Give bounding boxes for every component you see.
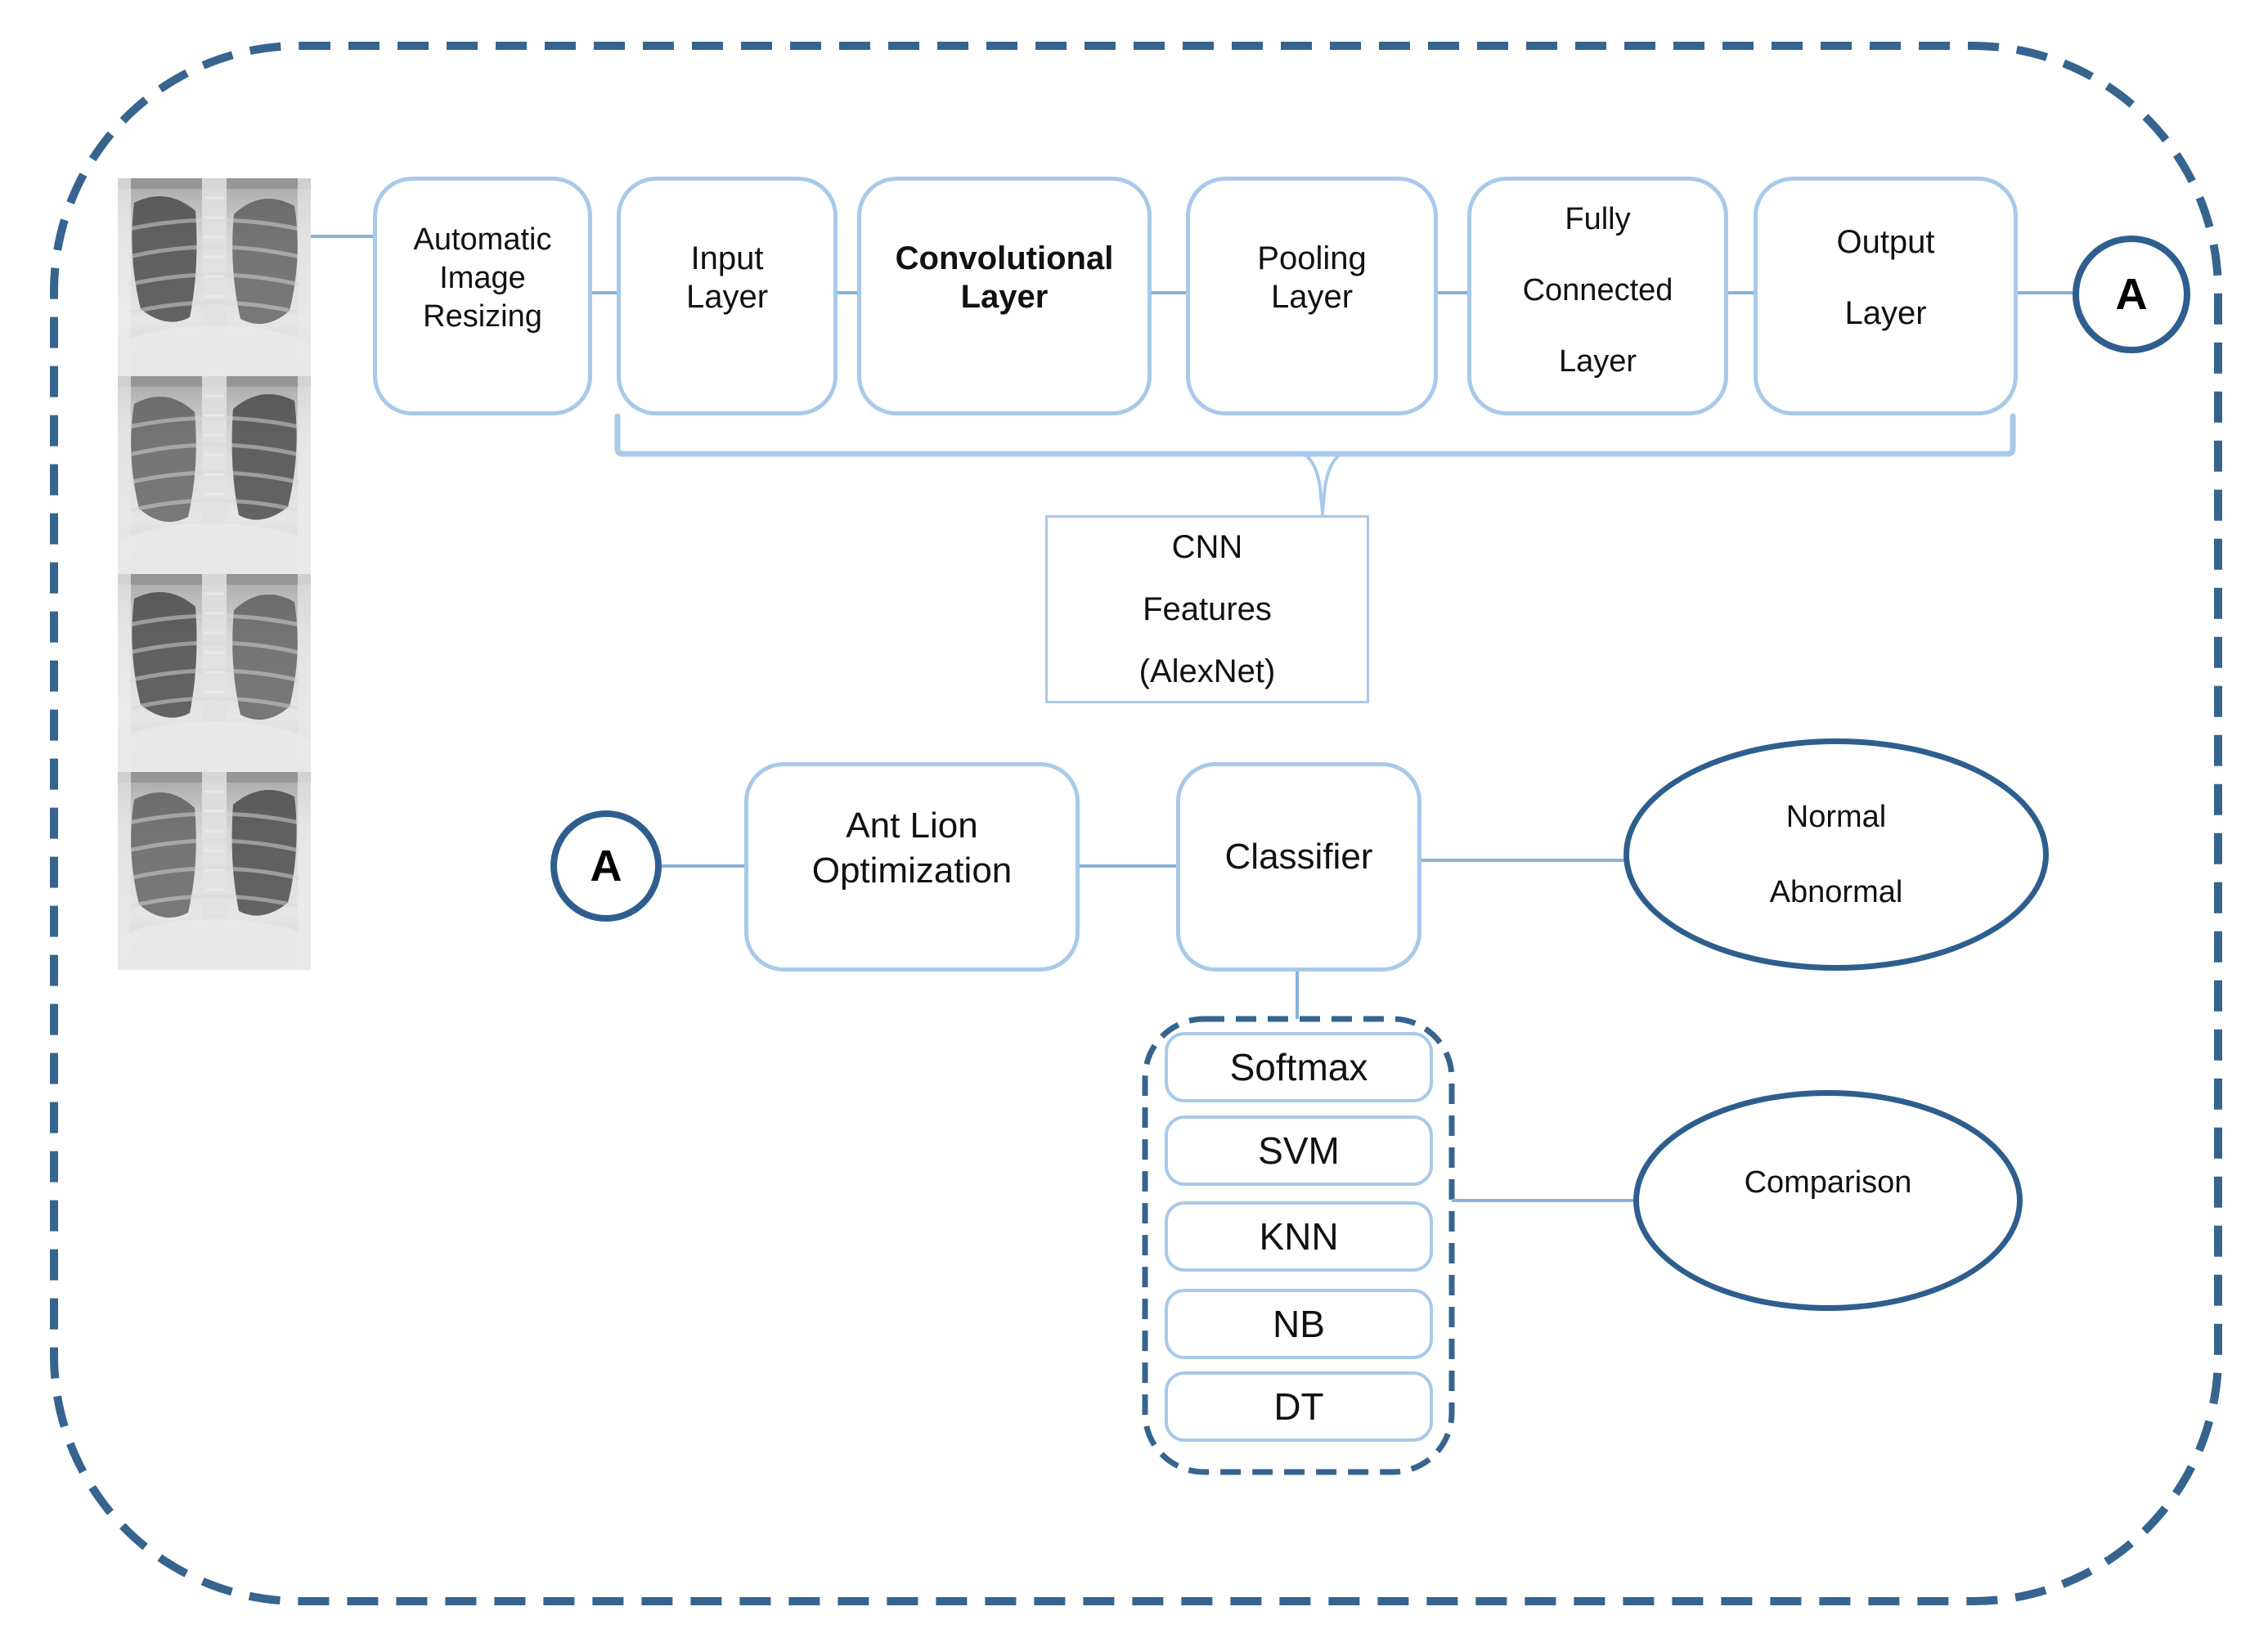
box-automatic-image-resizing: Automatic Image Resizing (373, 177, 592, 415)
box-ant-lion-optimization: Ant Lion Optimization (744, 762, 1080, 972)
option-label: KNN (1259, 1215, 1339, 1258)
box-label-line: Layer (1270, 279, 1354, 315)
outer-dashed-border (50, 42, 2222, 1605)
connector-lines (311, 235, 2073, 1202)
box-label-line: Layer (685, 279, 769, 315)
box-input-layer: Input Layer (617, 177, 838, 415)
option-label: DT (1273, 1385, 1324, 1428)
box-label-line: Pooling (1257, 240, 1367, 276)
chest-xray-image (118, 772, 311, 970)
ellipse-comparison: Comparison (1633, 1090, 2023, 1311)
connector-a-label: A (2115, 270, 2148, 319)
box-label-line: Automatic (413, 222, 552, 257)
box-label-line: Connected (1522, 272, 1673, 307)
chest-xray-image (118, 376, 311, 574)
result-label-line: Normal (1785, 800, 1887, 834)
box-label-line: Input (690, 240, 764, 276)
box-svm: SVM (1165, 1115, 1433, 1186)
option-label: NB (1273, 1303, 1325, 1345)
group-label-line: CNN (1171, 529, 1243, 565)
box-pooling-layer: Pooling Layer (1186, 177, 1438, 415)
box-cnn-features-alexnet: CNN Features (AlexNet) (1045, 515, 1369, 703)
box-nb: NB (1165, 1289, 1433, 1359)
box-convolutional-layer: Convolutional Layer (857, 177, 1152, 415)
box-label-line: Layer (1558, 343, 1637, 379)
box-classifier: Classifier (1176, 762, 1421, 972)
option-label: SVM (1258, 1129, 1340, 1172)
comparison-label: Comparison (1744, 1165, 1912, 1200)
connector-circle-a-top: A (2073, 236, 2190, 353)
box-dt: DT (1165, 1371, 1433, 1442)
group-label-line: Features (1143, 591, 1272, 627)
box-knn: KNN (1165, 1201, 1433, 1272)
cnn-group-brace (614, 413, 2016, 518)
box-label-line: Layer (1844, 295, 1927, 331)
box-fully-connected-layer: Fully Connected Layer (1467, 177, 1728, 415)
box-label-line: Convolutional (895, 240, 1114, 276)
result-label-line: Abnormal (1769, 875, 1903, 909)
box-label-line: Optimization (811, 850, 1013, 891)
group-label-line: (AlexNet) (1138, 653, 1276, 689)
box-label-line: Layer (960, 279, 1049, 315)
box-label-line: Output (1836, 224, 1935, 260)
chest-xray-image (118, 574, 311, 772)
box-label-line: Classifier (1224, 837, 1373, 877)
box-label-line: Fully (1565, 201, 1631, 236)
box-label-line: Image (439, 260, 526, 295)
box-output-layer: Output Layer (1754, 177, 2018, 415)
box-label-line: Resizing (423, 298, 542, 334)
option-label: Softmax (1229, 1046, 1368, 1088)
ellipse-normal-abnormal: Normal Abnormal (1624, 738, 2049, 971)
chest-xray-image (118, 178, 311, 376)
connector-circle-a-bottom: A (550, 810, 662, 922)
classifier-options-container (1142, 1016, 1455, 1475)
box-label-line: Ant Lion (846, 806, 978, 846)
box-softmax: Softmax (1165, 1032, 1433, 1102)
connector-a-label: A (590, 841, 622, 891)
